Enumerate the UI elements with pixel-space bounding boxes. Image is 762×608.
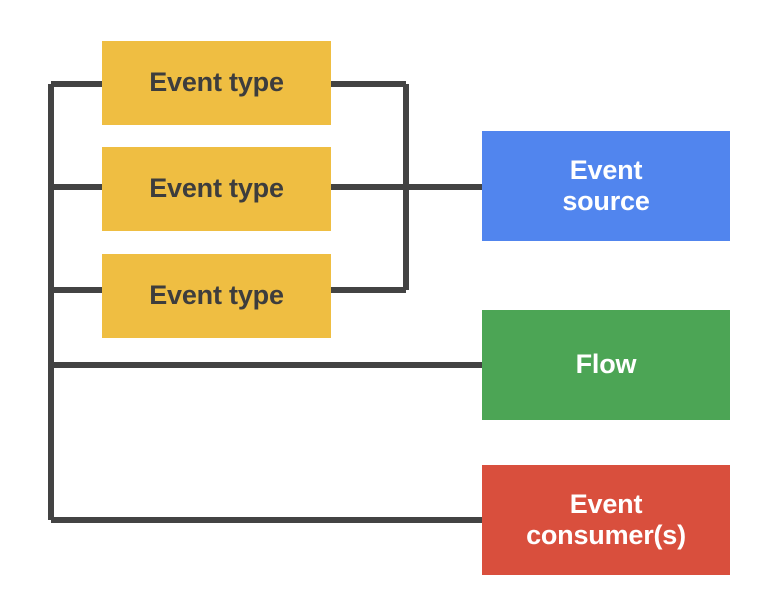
node-event-type-1[interactable]: Event type — [102, 41, 331, 125]
node-flow[interactable]: Flow — [482, 310, 730, 420]
node-event-consumer[interactable]: Event consumer(s) — [482, 465, 730, 575]
node-event-type-2[interactable]: Event type — [102, 147, 331, 231]
node-event-type-1-label: Event type — [149, 67, 284, 98]
node-flow-label: Flow — [575, 349, 637, 380]
node-event-source[interactable]: Event source — [482, 131, 730, 241]
node-event-type-3[interactable]: Event type — [102, 254, 331, 338]
node-event-source-label: Event source — [562, 154, 650, 216]
node-event-consumer-label: Event consumer(s) — [526, 488, 686, 550]
node-event-type-3-label: Event type — [149, 280, 284, 311]
node-event-type-2-label: Event type — [149, 173, 284, 204]
